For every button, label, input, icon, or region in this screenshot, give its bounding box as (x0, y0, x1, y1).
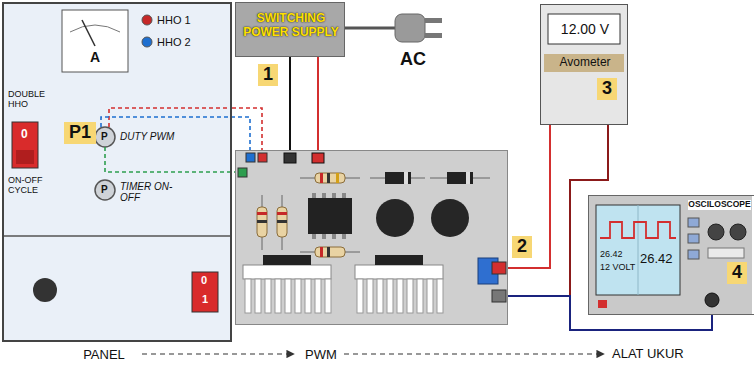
scope-button (688, 234, 699, 243)
scope-button (688, 250, 699, 259)
indicator-lamp (142, 15, 152, 25)
screen-reading: 26.42 (640, 252, 673, 266)
switch-mark: 0 (201, 274, 207, 286)
capacitor (376, 199, 414, 237)
callout-number: 3 (597, 78, 617, 100)
potentiometer-knob (95, 180, 115, 200)
callout-number: 1 (258, 64, 278, 86)
oscilloscope-body (588, 195, 752, 315)
wire (508, 125, 550, 268)
unit-symbol: A (90, 50, 100, 65)
callout-number: P1 (64, 122, 96, 144)
terminal (246, 153, 255, 162)
terminal (238, 168, 247, 177)
terminal (312, 153, 324, 163)
ammeter-scale (70, 25, 120, 32)
terminal (492, 262, 506, 274)
lamp-label: HHO 2 (157, 36, 191, 48)
heat-sink (243, 255, 443, 313)
device-name: SWITCHING POWER SUPPLY (240, 12, 342, 40)
wire (508, 296, 712, 330)
lamp-label: HHO 1 (157, 14, 191, 26)
plug-prong (425, 18, 442, 23)
ic-chip (308, 193, 352, 239)
terminal (492, 290, 506, 302)
knob-label: DUTY PWM (120, 131, 174, 142)
avometer-body (540, 4, 628, 125)
knob-letter: P (101, 131, 108, 142)
callout-number: 4 (727, 262, 747, 284)
terminal (284, 153, 296, 163)
knob-label: P (101, 184, 108, 195)
switch-mark: 1 (202, 293, 208, 305)
avometer-box: 12.00 V Avometer (540, 4, 628, 125)
panel-box: PANEL (2, 2, 232, 342)
flow-arrow (344, 353, 604, 354)
switch-mark: 0 (21, 128, 28, 141)
plug-prong (425, 33, 442, 38)
pwm-board-box: PWM (235, 150, 508, 325)
group-caption: ALAT UKUR (612, 347, 684, 361)
panel-socket (33, 278, 57, 302)
power-supply-body (235, 2, 345, 57)
wire (101, 117, 250, 153)
knob-label: TIMER ON-OFF (120, 181, 178, 203)
screen-grid (638, 205, 639, 295)
ac-plug (395, 14, 425, 42)
waveform (600, 222, 676, 238)
switch-label: ON-OFF CYCLE (8, 176, 68, 196)
device-name: OSCILOSCOPE (688, 200, 751, 210)
scope-knob (708, 224, 724, 240)
power-button (598, 300, 607, 308)
terminal (258, 153, 267, 162)
ammeter-needle (82, 20, 95, 46)
resistor-symbol (257, 195, 360, 257)
pwm-board (235, 150, 508, 325)
avometer-display (548, 14, 620, 44)
wire (289, 57, 291, 150)
diode-symbol (370, 172, 490, 184)
avometer-band (544, 54, 624, 72)
screen-reading: 12 VOLT (600, 263, 635, 273)
scope-button (688, 218, 699, 227)
rocker-switch (192, 272, 218, 312)
ammeter (62, 10, 128, 72)
supply-label: AC (400, 50, 426, 70)
power-supply-box: SWITCHING POWER SUPPLY (235, 2, 345, 57)
scope-knob (730, 224, 746, 240)
rocker-switch (16, 150, 34, 164)
probe-socket (705, 293, 719, 307)
meter-reading: 12.00 V (549, 21, 621, 37)
callout-number: 2 (512, 236, 532, 258)
power-cord (345, 27, 395, 30)
screen-reading: 26.42 (600, 250, 623, 260)
flow-arrow (142, 353, 294, 354)
device-name: Avometer (545, 56, 625, 70)
wire (105, 147, 238, 172)
wire (317, 57, 319, 153)
oscilloscope-screen (596, 205, 680, 295)
switch-label: DOUBLE HHO (8, 90, 58, 110)
scope-panel (708, 248, 744, 258)
node-caption: PWM (281, 348, 361, 363)
capacitor (431, 199, 469, 237)
node-caption: PANEL (44, 348, 164, 363)
wire (232, 108, 262, 150)
resistor-symbol (300, 173, 360, 183)
indicator-lamp (142, 37, 152, 47)
potentiometer-knob (95, 127, 115, 147)
oscilloscope-box: OSCILOSCOPE (588, 195, 754, 315)
rocker-switch (12, 122, 38, 168)
panel-divider (2, 235, 232, 237)
